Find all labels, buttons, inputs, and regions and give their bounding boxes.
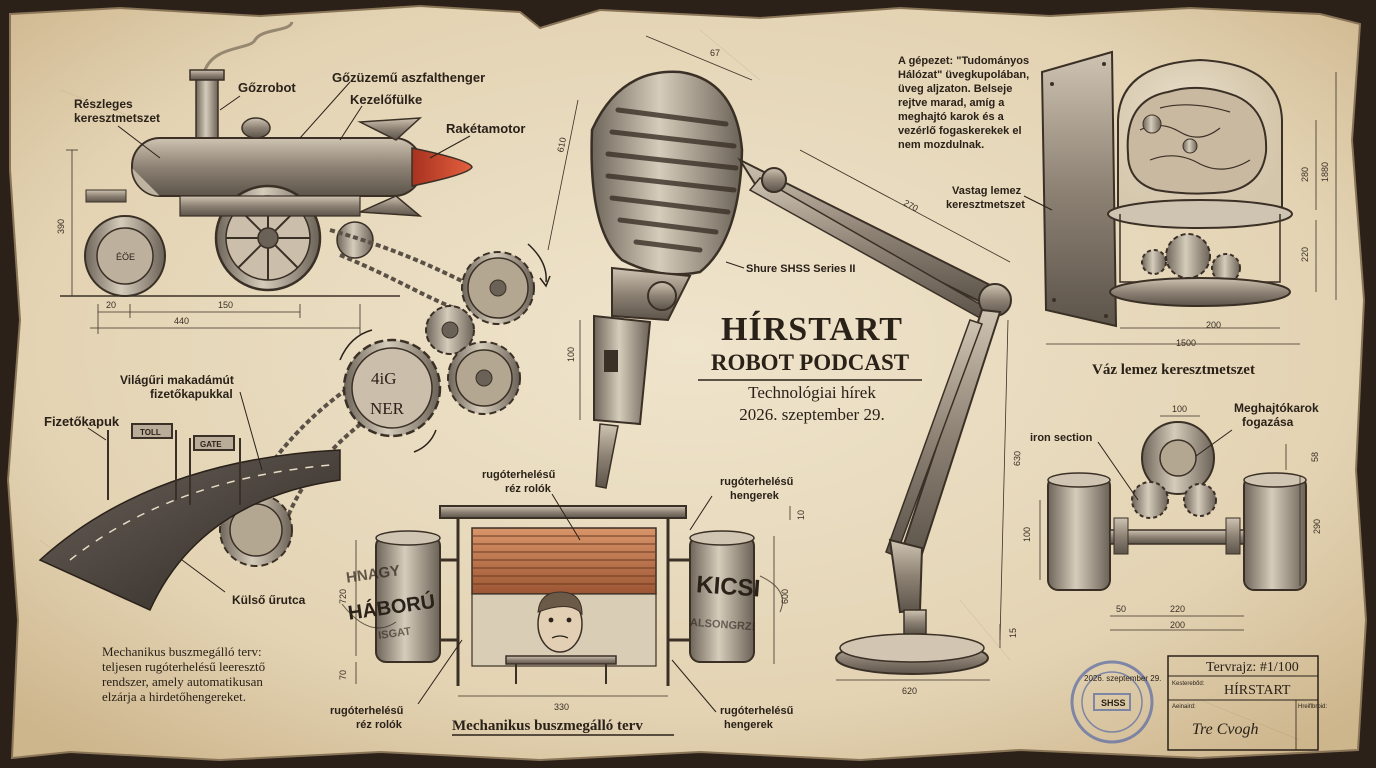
engine-label-roller: Gőzüzemű aszfalthenger: [332, 70, 485, 85]
microphone-drawing: [547, 35, 1012, 681]
engine-dim-d2: 150: [218, 300, 233, 310]
gear-text-2: NER: [370, 399, 405, 418]
bus-desc-2: rendszer, amely automatikusan: [102, 674, 263, 689]
brain-note-6: nem mozdulnak.: [898, 139, 984, 151]
bus-dim-top: 10: [796, 510, 806, 520]
gear-text-1: 4iG: [371, 369, 397, 388]
brain-dim-h3: 220: [1300, 247, 1310, 262]
plan-label: Tervrajz: #1/100: [1206, 660, 1299, 675]
road-label-1: Világűri makadámút: [120, 373, 234, 387]
plan-helper: Hreiflbroid:: [1298, 704, 1327, 710]
drive-arms-label-1: Meghajtókarok: [1234, 401, 1319, 415]
bus-roller-label-bottom-1: rugóterhelésű: [330, 705, 404, 717]
right-cyl-word-1: ALSONGRZ!: [690, 617, 756, 634]
right-cyl-word-0: KICSI: [695, 571, 761, 602]
brain-note-0: A gépezet: "Tudományos: [898, 55, 1029, 67]
brain-dim-w1: 200: [1206, 320, 1221, 330]
bus-cyl-label-top-1: rugóterhelésű: [720, 476, 794, 488]
stamp-date: 2026. szeptember 29.: [1084, 674, 1161, 683]
mic-dim-base-h: 15: [1008, 628, 1018, 638]
title-line1: Technológiai hírek: [748, 383, 876, 402]
bus-dim-left-small: 70: [338, 670, 348, 680]
brain-note-4: meghajtó karok és a: [898, 111, 1005, 123]
engine-dim-total: 440: [174, 316, 189, 326]
bus-dim-left: 720: [338, 589, 348, 604]
engine-label-cab: Kezelőfülke: [350, 92, 422, 107]
bus-stop-drawing: [341, 493, 791, 713]
bus-cyl-label-bottom-1: rugóterhelésű: [720, 705, 794, 717]
bus-dim-bottom: 330: [554, 702, 569, 712]
drive-mechanism-drawing: [1039, 415, 1307, 631]
mic-dim-lower: 100: [566, 347, 576, 362]
plan-signature: Tre Cvogh: [1192, 721, 1259, 738]
brain-dim-h1: 280: [1300, 167, 1310, 182]
plate-label-1: Vastag lemez: [952, 185, 1022, 197]
gear-train-drawing: [219, 228, 551, 567]
brain-dome-drawing: [1023, 50, 1337, 345]
mic-dim-height: 610: [555, 136, 568, 153]
drive-dim-right: 290: [1312, 519, 1322, 534]
brain-dim-w2: 1500: [1176, 338, 1196, 348]
engine-label-steam-robot: Gőzrobot: [238, 80, 296, 95]
drive-dim-b3: 200: [1170, 620, 1185, 630]
drive-arms-label-2: fogazása: [1242, 415, 1294, 429]
toll-sign: TOLL: [140, 428, 161, 437]
iron-section-label: iron section: [1030, 432, 1093, 444]
steam-roller-drawing: [60, 21, 473, 334]
drive-dim-small: 58: [1310, 452, 1320, 462]
bus-cyl-label-bottom-2: hengerek: [724, 719, 774, 731]
brain-dim-h2: 1880: [1320, 162, 1330, 182]
outer-lane-label: Külső űrutca: [232, 593, 306, 607]
plan-title-box: [1167, 655, 1319, 751]
plan-sub-label: Kesterebőd:: [1172, 681, 1205, 687]
drive-dim-left: 100: [1022, 527, 1032, 542]
bus-desc-3: elzárja a hirdetőhengereket.: [102, 689, 246, 704]
mic-dim-base-w: 620: [902, 686, 917, 696]
gate-sign: GATE: [200, 440, 222, 449]
road-label-2: fizetőkapukkal: [150, 387, 233, 401]
bus-desc-1: teljesen rugóterhelésű leeresztő: [102, 659, 265, 674]
brain-note-5: vezérlő fogaskerekek el: [898, 125, 1022, 137]
roller-text: ÉÖE: [116, 252, 135, 262]
podcast-title: HÍRSTART: [721, 311, 903, 348]
left-cyl-word-2: ISGAT: [378, 626, 412, 642]
brain-note-3: rejtve marad, amíg a: [898, 97, 1005, 109]
bus-dim-right: 600: [780, 589, 790, 604]
brain-caption: Váz lemez keresztmetszet: [1092, 362, 1255, 378]
drive-dim-b2: 220: [1170, 604, 1185, 614]
plan-signed: Aeinaird:: [1172, 704, 1196, 710]
engine-label-partial-section: Részleges: [74, 97, 133, 111]
date-stamp: [1070, 660, 1154, 744]
bus-cyl-label-top-2: hengerek: [730, 490, 780, 502]
engine-dim-d1: 20: [106, 300, 116, 310]
bus-stop-caption: Mechanikus buszmegálló terv: [452, 718, 643, 734]
engine-label-rocket: Rakétamotor: [446, 121, 525, 136]
toll-gates-label: Fizetőkapuk: [44, 414, 120, 429]
mic-label: Shure SHSS Series II: [746, 263, 855, 275]
bus-roller-label-bottom-2: réz rolók: [356, 719, 403, 731]
plate-label-2: keresztmetszet: [946, 199, 1025, 211]
engine-label-partial-section-2: keresztmetszet: [74, 111, 160, 125]
stamp-mark: SHSS: [1101, 698, 1126, 708]
drive-dim-b1: 50: [1116, 604, 1126, 614]
plan-name: HÍRSTART: [1224, 681, 1291, 698]
space-road-drawing: [38, 391, 341, 611]
mic-dim-pole: 630: [1012, 451, 1023, 466]
brain-note-2: üveg aljzaton. Belseje: [898, 83, 1012, 95]
engine-dim-height: 390: [56, 219, 66, 234]
bus-roller-label-top-1: rugóterhelésű: [482, 469, 556, 481]
podcast-subtitle: ROBOT PODCAST: [711, 350, 909, 375]
mic-dim-top: 67: [710, 48, 720, 58]
bus-roller-label-top-2: réz rolók: [505, 483, 552, 495]
bus-desc-0: Mechanikus buszmegálló terv:: [102, 644, 262, 659]
brain-note-1: Hálózat" üvegkupolában,: [898, 69, 1029, 81]
title-date: 2026. szeptember 29.: [739, 405, 884, 424]
drive-dim-top: 100: [1172, 404, 1187, 414]
